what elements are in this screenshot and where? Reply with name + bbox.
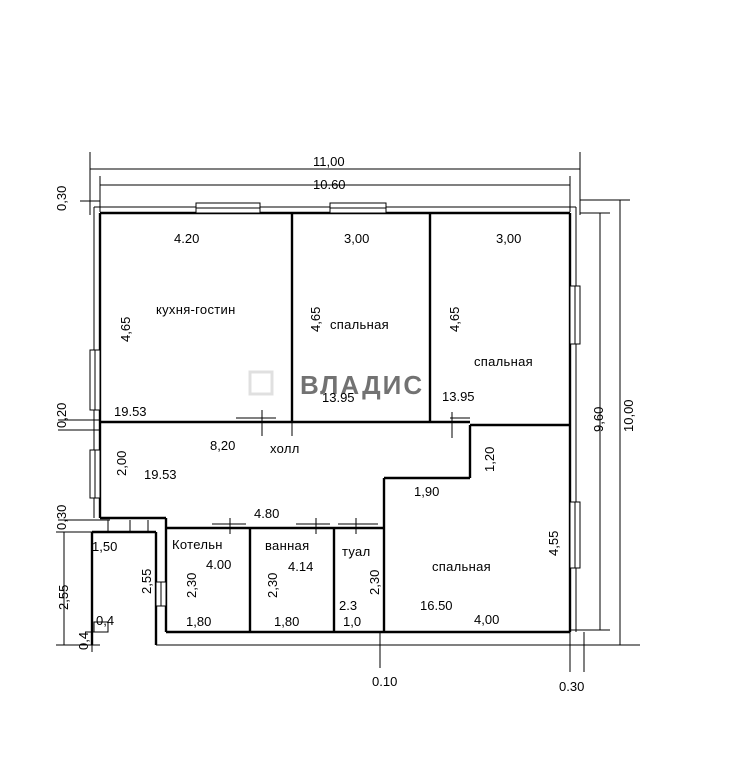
windows bbox=[89, 202, 581, 607]
bedroom3-name: спальная bbox=[432, 559, 491, 574]
right-dimension-lines bbox=[570, 199, 640, 646]
bedroom2-width: 3,00 bbox=[496, 231, 521, 246]
bath-name: ванная bbox=[265, 538, 309, 553]
bedroom3-area: 16.50 bbox=[420, 598, 453, 613]
boiler-width: 1,80 bbox=[186, 614, 211, 629]
boiler-area: 4.00 bbox=[206, 557, 231, 572]
kitchen-length: 4,65 bbox=[118, 317, 133, 342]
watermark-logo-icon bbox=[248, 370, 274, 396]
bedroom2-length: 4,65 bbox=[447, 307, 462, 332]
porch-small-vertical: 0,4 bbox=[76, 632, 91, 650]
bedroom2-area: 13.95 bbox=[442, 389, 475, 404]
porch-height-inner: 2,55 bbox=[139, 569, 154, 594]
porch-width: 1,50 bbox=[92, 539, 117, 554]
bedroom1-length: 4,65 bbox=[308, 307, 323, 332]
hall-width: 8,20 bbox=[210, 438, 235, 453]
bedroom1-area: 13.95 bbox=[322, 390, 355, 405]
corridor-length: 4.80 bbox=[254, 506, 279, 521]
bedroom2-name: спальная bbox=[474, 354, 533, 369]
wc-name: туал bbox=[342, 544, 370, 559]
overall-height-outer: 10,00 bbox=[621, 399, 636, 432]
wc-area: 2.3 bbox=[339, 598, 357, 613]
bath-area: 4.14 bbox=[288, 559, 313, 574]
overall-height-inner: 9,60 bbox=[591, 407, 606, 432]
porch-height-outer: 2,55 bbox=[56, 585, 71, 610]
walls bbox=[90, 206, 584, 646]
watermark-text: ВЛАДИС bbox=[300, 370, 424, 400]
top-dimension-lines bbox=[80, 152, 581, 215]
boiler-length: 2,30 bbox=[184, 573, 199, 598]
bedroom3-length: 4,55 bbox=[546, 531, 561, 556]
watermark: ВЛАДИС bbox=[248, 370, 424, 400]
bedroom1-name: спальная bbox=[330, 317, 389, 332]
wall-030-label: 0,30 bbox=[54, 505, 69, 530]
kitchen-name: кухня-гостин bbox=[156, 302, 236, 317]
overall-width-outer: 11,00 bbox=[313, 154, 345, 169]
wall-020-label: 0,20 bbox=[54, 403, 69, 428]
bedroom3-width: 4,00 bbox=[474, 612, 499, 627]
hall-area: 19.53 bbox=[144, 467, 177, 482]
hall-step-horizontal: 1,90 bbox=[414, 484, 439, 499]
bedroom1-width: 3,00 bbox=[344, 231, 369, 246]
bottom-030-label: 0.30 bbox=[559, 679, 584, 694]
bottom-010-label: 0.10 bbox=[372, 674, 397, 689]
porch-small: 0,4 bbox=[96, 613, 114, 628]
kitchen-width: 4.20 bbox=[174, 231, 199, 246]
wall-thickness-top: 0,30 bbox=[54, 186, 69, 211]
left-dimension-lines bbox=[56, 419, 585, 672]
hall-name: холл bbox=[270, 441, 300, 456]
wc-length: 2,30 bbox=[367, 570, 382, 595]
bath-length: 2,30 bbox=[265, 573, 280, 598]
doors bbox=[212, 410, 470, 534]
boiler-name: Котельн bbox=[172, 537, 223, 552]
bath-width: 1,80 bbox=[274, 614, 299, 629]
hall-step-vertical: 1,20 bbox=[482, 447, 497, 472]
kitchen-area: 19.53 bbox=[114, 404, 147, 419]
hall-length: 2,00 bbox=[114, 451, 129, 476]
overall-width-inner: 10.60 bbox=[313, 177, 346, 192]
wc-width: 1,0 bbox=[343, 614, 361, 629]
